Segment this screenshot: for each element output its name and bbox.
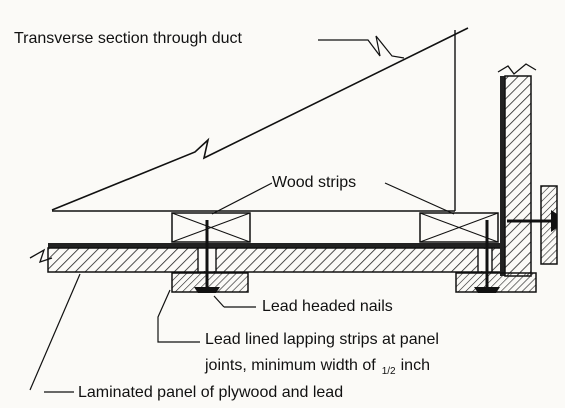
label-lead-headed-nails: Lead headed nails: [262, 298, 393, 316]
label-wood-strips: Wood strips: [272, 174, 357, 192]
panel-break-mark: [29, 248, 53, 264]
wood-strip-right: [419, 212, 499, 243]
lead-nail-right: [474, 220, 500, 293]
lapping-fraction: 1/2: [381, 366, 396, 377]
lapping-strips-leader: [157, 289, 200, 343]
label-lapping-strips-line1: Lead lined lapping strips at panel: [205, 331, 439, 349]
label-laminated-panel: Laminated panel of plywood and lead: [78, 384, 344, 402]
lead-nail-left: [194, 220, 220, 293]
label-lapping-strips-line2: joints, minimum width of 1/2 inch: [205, 357, 430, 381]
wood-strip-left: [171, 212, 251, 243]
laminated-leader-diagonal: [29, 273, 81, 391]
duct-outline: [51, 27, 469, 212]
vertical-panel: [497, 63, 537, 277]
lead-nails-leader: [213, 295, 256, 308]
wood-strips: [171, 212, 499, 243]
label-transverse-section: Transverse section through duct: [14, 30, 242, 48]
lapping-text-b: inch: [400, 357, 430, 374]
laminated-panel: [47, 243, 504, 273]
lapping-text-a: joints, minimum width of: [205, 357, 376, 374]
transverse-leader: [318, 35, 405, 59]
wood-strips-leaders: [211, 182, 455, 215]
lead-nail-horizontal: [507, 210, 557, 232]
